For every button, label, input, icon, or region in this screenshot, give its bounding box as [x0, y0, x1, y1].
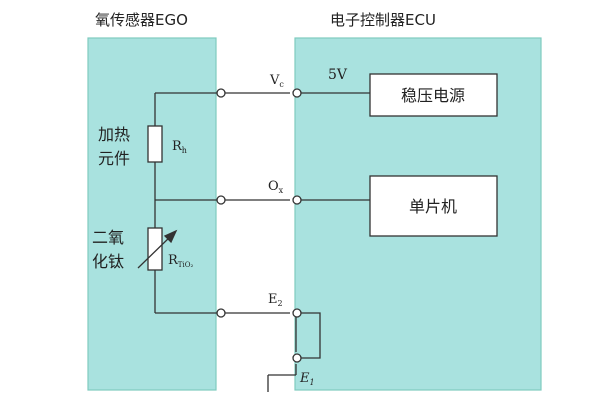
- ego-panel: [87, 37, 217, 391]
- ecu-title: 电子控制器ECU: [330, 11, 436, 29]
- mcu-label: 单片机: [409, 197, 457, 216]
- ecu-e2-terminal: [292, 308, 302, 318]
- regulator-label: 稳压电源: [401, 86, 465, 105]
- heater-resistor: [147, 125, 163, 163]
- ecu-ox-terminal: [292, 195, 302, 205]
- link-wires: [224, 92, 290, 314]
- sensor-label-line1: 二氧: [92, 228, 124, 247]
- mcu-box: [369, 175, 498, 237]
- variable-arrow-icon: [137, 229, 178, 269]
- ecu-wires: [267, 92, 370, 392]
- ego-ox-terminal: [216, 195, 226, 205]
- vc-label: Vc: [269, 73, 284, 89]
- ecu-vc-terminal: [292, 88, 302, 98]
- ego-vc-terminal: [216, 88, 226, 98]
- heater-label-line1: 加热: [98, 125, 130, 144]
- regulator-box: [369, 73, 498, 117]
- ox-label: Ox: [268, 179, 284, 195]
- heater-label-line2: 元件: [98, 149, 130, 168]
- tio2-resistor: [147, 227, 163, 271]
- left-wires: [154, 92, 218, 314]
- sensor-label-line2: 化钛: [92, 252, 124, 271]
- e1-label: E1: [299, 371, 315, 387]
- supply-voltage: 5V: [328, 67, 348, 83]
- ego-e2-terminal: [216, 308, 226, 318]
- ego-title: 氧传感器EGO: [95, 11, 188, 29]
- ecu-e1-terminal: [292, 353, 302, 363]
- tio2-resistor-label: RTiO₂: [168, 253, 193, 269]
- e2-label: E2: [268, 292, 283, 308]
- terminals: [216, 88, 302, 363]
- heater-resistor-label: Rh: [172, 139, 187, 155]
